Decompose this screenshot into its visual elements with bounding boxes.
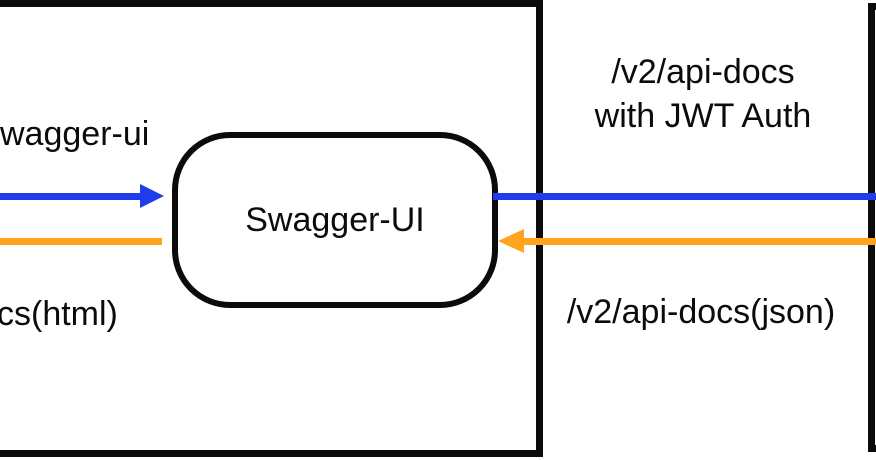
label-response-left: cs(html): [0, 295, 118, 333]
label-request-right: /v2/api-docs with JWT Auth: [540, 50, 866, 138]
response-line-right: [520, 238, 876, 245]
left-outer-box: [0, 0, 543, 457]
label-request-right-line2: with JWT Auth: [594, 97, 812, 135]
label-response-right: /v2/api-docs(json): [566, 293, 836, 331]
response-line-left: [0, 238, 162, 245]
request-arrowhead-left-icon: [140, 184, 164, 208]
swagger-ui-node: Swagger-UI: [172, 132, 498, 308]
label-request-left: wagger-ui: [0, 115, 150, 153]
response-arrowhead-right-icon: [498, 229, 524, 253]
right-outer-box: [868, 3, 876, 452]
request-line-left: [0, 193, 141, 200]
request-line-right: [493, 193, 876, 200]
swagger-ui-node-label: Swagger-UI: [245, 201, 425, 239]
label-request-right-line1: /v2/api-docs: [611, 53, 795, 91]
